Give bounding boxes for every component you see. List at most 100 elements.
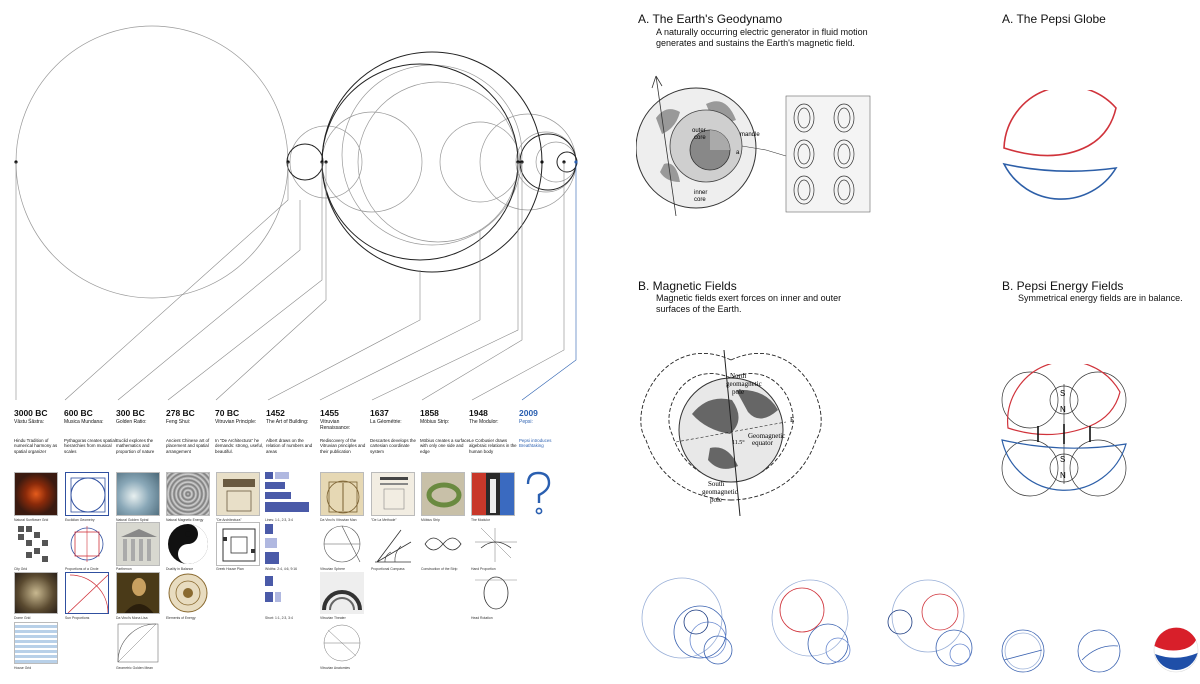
- circle-proportion-image: [65, 522, 109, 566]
- timeline-year: 1455: [320, 408, 339, 418]
- pepsi-logo-icon: [1153, 627, 1199, 673]
- timeline-entry: 1948 The Modulor: Le Corbusier draws alg…: [469, 408, 521, 454]
- question-mark-icon: [520, 470, 556, 518]
- geodynamo-subtitle: A naturally occurring electric generator…: [656, 27, 868, 48]
- thumb-caption: Vitruvian Theater: [320, 616, 346, 620]
- geodynamo-figure: outer core mandle inner core a: [636, 75, 871, 217]
- s-label: S: [1060, 389, 1065, 398]
- south-label: South: [708, 480, 725, 488]
- mona-lisa-image: [116, 572, 160, 614]
- thumb-caption: Da Vinci's Vitruvian Man: [320, 518, 357, 522]
- thumb-caption: Proportional Compass: [371, 567, 405, 571]
- pepsi-energy-subtitle: Symmetrical energy fields are in balance…: [1018, 293, 1183, 303]
- timeline-desc: In "De Architectura" he demands: strong,…: [215, 438, 264, 454]
- golden-spiral-image: [116, 472, 160, 516]
- timeline-year: 278 BC: [166, 408, 195, 418]
- timeline-name: The Art of Building:: [266, 419, 309, 425]
- timeline-year: 1452: [266, 408, 285, 418]
- timeline-desc: Ancient Chinese art of placement and spa…: [166, 438, 210, 454]
- timeline-desc: Möbius creates a surface with only one s…: [420, 438, 470, 454]
- timeline-entry: 1637 La Géométrie: Descartes develops th…: [370, 408, 422, 454]
- timeline-year: 1637: [370, 408, 389, 418]
- timeline-year: 2009: [519, 408, 538, 418]
- proportion-bars-image: [265, 472, 311, 516]
- pole-label: pole: [732, 388, 744, 396]
- hand-proportion-image: [471, 522, 521, 566]
- timeline-name: Pepsi:: [519, 419, 533, 425]
- thumb-caption: Natural Sunflower Grid: [14, 518, 49, 522]
- equator-label: Geomagnetic: [748, 432, 785, 440]
- short-bars-image: [265, 572, 311, 614]
- a-label: a: [736, 150, 740, 156]
- timeline-desc: Le Corbusier draws algebraic relations i…: [469, 438, 517, 454]
- thumb-caption: Euclidian Geometry: [65, 518, 95, 522]
- thumb-caption: Geometric Golden Mean: [116, 666, 153, 670]
- de-architectura-image: [216, 472, 260, 516]
- timeline-desc: Rediscovery of the Vitruvian principles …: [320, 438, 366, 454]
- thumb-caption: Natural Golden Spiral: [116, 518, 149, 522]
- thumb-caption: "De La Methode": [371, 518, 397, 522]
- geomagnetic-label: geomagnetic: [726, 380, 762, 388]
- greek-house-plan-image: [216, 522, 260, 566]
- timeline-entry: 600 BC Musica Mundana: Pythagoras create…: [64, 408, 116, 454]
- timeline-leader-lines: [15, 162, 577, 401]
- n-label: N: [1060, 405, 1066, 414]
- de-la-methode-image: [371, 472, 415, 516]
- geodynamo-title: A. The Earth's Geodynamo: [638, 12, 783, 26]
- geomagnetic-label: geomagnetic: [702, 488, 738, 496]
- width-bars-image: [265, 522, 311, 566]
- timeline-desc: Euclid explores the mathematics and prop…: [116, 438, 155, 454]
- equator-label: equator: [752, 439, 774, 447]
- core-label: core: [694, 197, 706, 203]
- arc-group-light: [15, 25, 577, 299]
- north-label: North: [730, 372, 747, 380]
- thumb-caption: Construction of the Strip: [421, 567, 458, 571]
- thumb-caption: "De Architectura": [216, 518, 242, 522]
- dome-grid-image: [14, 572, 58, 614]
- s-label: S: [1060, 455, 1065, 464]
- thumb-caption: Proportions of a Circle: [65, 567, 99, 571]
- timeline-name: Vāstu Śāstra:: [14, 419, 45, 425]
- timeline-entry: 278 BC Feng Shui: Ancient Chinese art of…: [166, 408, 218, 454]
- pepsi-energy-figure: S N S N: [1001, 364, 1127, 497]
- circle-study-2: [771, 579, 851, 665]
- timeline-desc: Albert draws on the relation of numbers …: [266, 438, 313, 454]
- thumb-caption: Vitruvian Anatomies: [320, 666, 350, 670]
- degree-label: 11.5°: [732, 439, 745, 446]
- thumb-caption: Elements of Energy: [166, 616, 196, 620]
- pepsi-globe-title: A. The Pepsi Globe: [1002, 12, 1106, 26]
- vitruvian-theater-image: [320, 572, 364, 614]
- timeline-year: 300 BC: [116, 408, 145, 418]
- timeline-desc: Pythagoras creates spatial hierarchies f…: [64, 438, 116, 454]
- circle-study-5: [1077, 629, 1121, 673]
- thumb-caption: Duality in Balance: [166, 567, 194, 571]
- geometric-golden-mean-image: [116, 622, 160, 664]
- thumb-caption: Parthenon: [116, 567, 132, 571]
- thumb-caption: Vitruvian Sphere: [320, 567, 346, 571]
- thumb-caption: Natural Magnetic Energy: [166, 518, 204, 522]
- thumb-caption: The Modulor: [471, 518, 491, 522]
- thumb-caption: Greek House Plan: [216, 567, 244, 571]
- harmonic-arc-diagram: [14, 25, 578, 401]
- sunflower-image: [14, 472, 58, 516]
- core-label: core: [694, 135, 706, 141]
- timeline-entry: 70 BC Vitruvian Principle: In "De Archit…: [215, 408, 267, 454]
- timeline-year: 70 BC: [215, 408, 240, 418]
- thumb-caption: Möbius Strip: [421, 518, 440, 522]
- head-rotation-image: [471, 572, 521, 614]
- timeline-desc: Descartes develops the cartesian coordin…: [370, 438, 416, 454]
- arc-group-dark: [286, 51, 578, 273]
- elements-energy-image: [166, 572, 210, 614]
- n-label: N: [1060, 471, 1066, 480]
- circle-study-3: [887, 579, 973, 667]
- mobius-strip-image: [421, 472, 465, 516]
- timeline-year: 600 BC: [64, 408, 93, 418]
- yin-yang-icon: [166, 522, 210, 566]
- thumb-caption: Da Vinci's Mona Lisa: [116, 616, 148, 620]
- timeline-desc: Pepsi introduces Breathtaking: [519, 438, 552, 449]
- timeline-year: 3000 BC: [14, 408, 48, 418]
- thumb-caption: Sun Proportions: [65, 616, 90, 620]
- timeline-entry-pepsi: 2009 Pepsi: Pepsi introduces Breathtakin…: [519, 408, 571, 448]
- thumb-caption: Widths: 2:4, 4:6, 9:16: [265, 567, 298, 571]
- pepsi-globe-figure: [1002, 90, 1118, 200]
